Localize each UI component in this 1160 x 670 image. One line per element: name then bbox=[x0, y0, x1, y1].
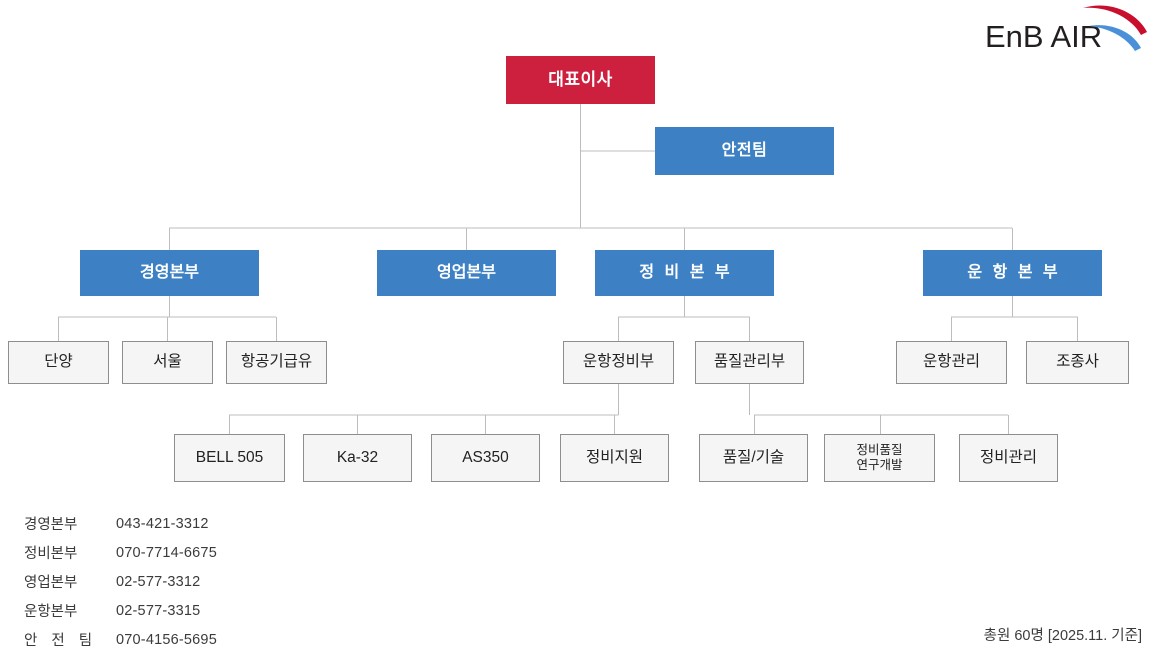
contact-label: 안 전 팀 bbox=[24, 633, 98, 649]
node-team-maintenance-quality-rnd[interactable]: 정비품질 연구개발 bbox=[824, 434, 935, 482]
node-division-flight-operations[interactable]: 운 항 본 부 bbox=[923, 250, 1102, 296]
node-team-maintenance-quality-rnd-line1: 정비품질 bbox=[856, 443, 903, 458]
node-team-maintenance-support[interactable]: 정비지원 bbox=[560, 434, 669, 482]
node-ceo[interactable]: 대표이사 bbox=[506, 56, 655, 104]
node-dept-aircraft-refueling[interactable]: 항공기급유 bbox=[226, 341, 327, 384]
node-team-ka-32[interactable]: Ka-32 bbox=[303, 434, 412, 482]
contact-number: 070-4156-5695 bbox=[116, 631, 217, 648]
node-team-bell-505[interactable]: BELL 505 bbox=[174, 434, 285, 482]
contact-number: 043-421-3312 bbox=[116, 515, 209, 532]
contact-number: 02-577-3312 bbox=[116, 573, 201, 590]
node-team-maintenance-management[interactable]: 정비관리 bbox=[959, 434, 1058, 482]
contact-label: 경영본부 bbox=[24, 517, 78, 533]
contact-list: 경영본부 043-421-3312 정비본부 070-7714-6675 영업본… bbox=[24, 509, 217, 654]
node-team-maintenance-quality-rnd-line2: 연구개발 bbox=[856, 458, 903, 472]
node-division-maintenance[interactable]: 정 비 본 부 bbox=[595, 250, 774, 296]
node-dept-flight-control[interactable]: 운항관리 bbox=[896, 341, 1007, 384]
node-team-quality-tech[interactable]: 품질/기술 bbox=[699, 434, 808, 482]
contact-row: 정비본부 070-7714-6675 bbox=[24, 538, 217, 567]
contact-row: 경영본부 043-421-3312 bbox=[24, 509, 217, 538]
node-division-sales[interactable]: 영업본부 bbox=[377, 250, 556, 296]
contact-label: 정비본부 bbox=[24, 546, 78, 562]
node-dept-pilot[interactable]: 조종사 bbox=[1026, 341, 1129, 384]
node-division-management[interactable]: 경영본부 bbox=[80, 250, 259, 296]
node-dept-quality-control[interactable]: 품질관리부 bbox=[695, 341, 804, 384]
node-team-as350[interactable]: AS350 bbox=[431, 434, 540, 482]
contact-label: 영업본부 bbox=[24, 575, 78, 591]
contact-number: 070-7714-6675 bbox=[116, 544, 217, 561]
contact-row: 영업본부 02-577-3312 bbox=[24, 567, 217, 596]
node-dept-flight-maintenance[interactable]: 운항정비부 bbox=[563, 341, 674, 384]
contact-label: 운항본부 bbox=[24, 604, 78, 620]
logo-wordmark: EnB AIR bbox=[985, 19, 1103, 54]
total-headcount-note: 총원 60명 [2025.11. 기준] bbox=[983, 628, 1142, 644]
contact-row: 운항본부 02-577-3315 bbox=[24, 596, 217, 625]
enb-air-logo: EnB AIR bbox=[975, 2, 1155, 64]
node-dept-seoul[interactable]: 서울 bbox=[122, 341, 213, 384]
contact-number: 02-577-3315 bbox=[116, 602, 201, 619]
contact-row: 안 전 팀 070-4156-5695 bbox=[24, 625, 217, 654]
node-safety-team[interactable]: 안전팀 bbox=[655, 127, 834, 175]
node-dept-danyang[interactable]: 단양 bbox=[8, 341, 109, 384]
logo-swoosh-icon bbox=[1083, 5, 1147, 51]
